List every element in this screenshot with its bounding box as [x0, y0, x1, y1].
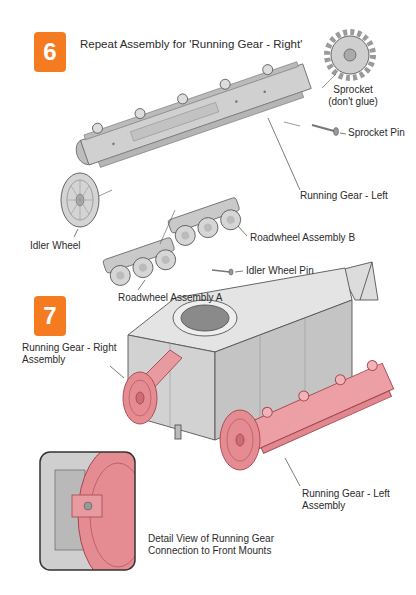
part-label: Running Gear - Left — [300, 190, 404, 202]
step-number: 6 — [43, 38, 56, 66]
roadwheel-assembly-a-part — [102, 237, 180, 289]
sprocket-part — [327, 32, 373, 78]
step-badge: 7 — [34, 296, 66, 336]
assembly-lines — [99, 74, 336, 244]
detail-inset — [40, 445, 158, 585]
part-label: Running Gear - Right Assembly — [22, 342, 122, 366]
running-gear-left-part — [69, 53, 313, 173]
part-label: Idler Wheel — [30, 240, 100, 252]
part-label: Roadwheel Assembly B — [250, 232, 362, 244]
part-label: Running Gear - Left Assembly — [302, 488, 406, 512]
idler-wheel-part — [61, 173, 99, 227]
part-label: Roadwheel Assembly A — [118, 292, 230, 304]
step-instruction: Repeat Assembly for 'Running Gear - Righ… — [80, 38, 316, 52]
running-gear-right-assembly-part — [123, 350, 182, 424]
running-gear-left-assembly-part — [220, 357, 396, 470]
part-label: Idler Wheel Pin — [246, 265, 336, 277]
roadwheel-assembly-b-part — [167, 197, 245, 249]
step-number: 7 — [43, 302, 56, 330]
part-label: Sprocket Pin — [348, 127, 412, 139]
part-label: Sprocket (don't glue) — [320, 84, 386, 108]
step-badge: 6 — [34, 32, 66, 72]
part-label: Detail View of Running Gear Connection t… — [148, 533, 304, 557]
